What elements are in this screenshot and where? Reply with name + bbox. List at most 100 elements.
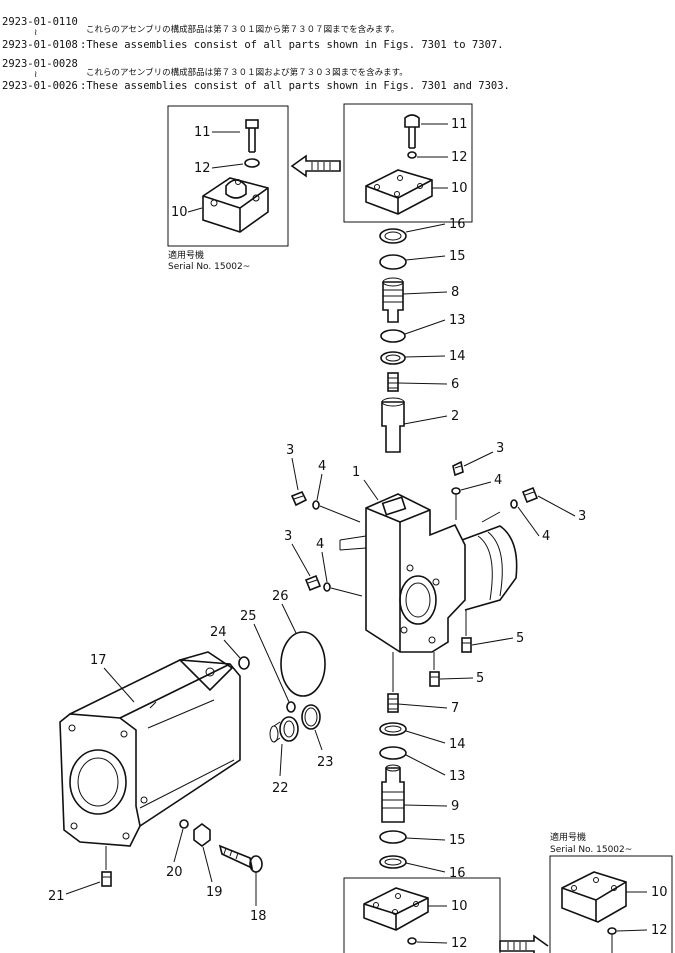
label-11-tr: 11 [451,117,468,132]
cover-plate-icon [363,887,429,931]
standard-variant-bottom: 10 12 [343,877,501,953]
o-ring-icon [286,701,296,713]
washer-icon [244,158,260,168]
lower-parts-stack [379,652,407,869]
plug-icon [452,460,464,477]
spring-icon [387,693,399,713]
valve-body [339,493,518,653]
assembly-note-en-1: :These assemblies consist of all parts s… [80,39,504,51]
plug-icon [429,671,440,687]
serial-jp-label-bottom: 適用号機 [550,831,586,843]
cover-plate-icon [561,871,627,923]
plug-icon [521,486,539,504]
plug-icon [461,637,472,653]
label-5a: 5 [516,631,524,646]
spool-icon [381,764,405,823]
snap-ring-icon [301,704,321,730]
assembly-note-en-2: :These assemblies consist of all parts s… [80,80,510,92]
label-12-bl: 12 [451,936,468,951]
o-ring-icon [379,746,407,760]
range-tilde-2: ≀ [34,70,38,80]
label-13-upper: 13 [449,313,466,328]
replace-arrow-icon [290,154,341,178]
assembly-code-2a: 2923-01-0028 [2,58,78,70]
o-ring-icon [238,656,250,670]
label-5b: 5 [476,671,484,686]
range-tilde-1: ≀ [34,28,38,38]
serial-number-bottom: Serial No. 15002~ [550,845,632,855]
washer-icon [179,819,189,829]
label-21: 21 [48,889,65,904]
serial-variant-bottom: 適用号機 Serial No. 15002~ 10 12 [549,831,673,953]
serial-number-top: Serial No. 15002~ [168,262,250,272]
label-11-tl: 11 [194,125,211,140]
label-15-lower: 15 [449,833,466,848]
standard-variant-top-right: 11 12 10 [343,103,473,223]
label-4a: 4 [318,459,326,474]
seal-ring-icon [379,722,407,736]
label-10-tl: 10 [171,205,188,220]
label-10-tr: 10 [451,181,468,196]
label-14-upper: 14 [449,349,466,364]
washer-icon [323,582,331,592]
seal-ring-icon [379,228,407,244]
assembly-code-2b: 2923-01-0026 [2,80,78,92]
washer-icon [312,500,320,510]
nut-icon [193,823,211,847]
upper-parts-stack: 16 15 8 13 14 6 2 [379,217,466,453]
label-9: 9 [451,799,459,814]
seal-ring-icon [380,351,406,365]
o-ring-icon [379,254,407,270]
label-4c: 4 [542,529,550,544]
label-6: 6 [451,377,459,392]
cover-plate-icon [365,169,433,215]
cylinder-housing [59,651,241,847]
seal-ring-icon [379,855,407,869]
washer-icon [407,937,417,945]
label-24: 24 [210,625,227,640]
plug-icon [101,871,112,887]
stud-bolt-icon [218,844,263,873]
label-22: 22 [272,781,289,796]
label-3b: 3 [496,441,504,456]
assembly-code-1a: 2923-01-0110 [2,16,78,28]
bolt-icon [404,114,420,149]
spring-icon [387,372,399,392]
cover-plate-icon [202,177,269,233]
washer-icon [407,151,417,159]
washer-icon [451,487,461,495]
replace-arrow-icon [499,934,549,953]
label-8: 8 [451,285,459,300]
label-16-upper: 16 [449,217,466,232]
label-23: 23 [317,755,334,770]
label-18: 18 [250,909,267,924]
label-12-tr: 12 [451,150,468,165]
bolt-icon [245,119,259,153]
assembly-code-1b: 2923-01-0108 [2,39,78,51]
serial-jp-label-top: 適用号機 [168,249,204,261]
label-10-br: 10 [651,885,668,900]
label-13-lower: 13 [449,769,466,784]
label-12-br: 12 [651,923,668,938]
label-20: 20 [166,865,183,880]
label-26: 26 [272,589,289,604]
label-3d: 3 [284,529,292,544]
label-4d: 4 [316,537,324,552]
assembly-note-jp-2: これらのアセンブリの構成部品は第７３０１図および第７３０３図までを含みます。 [86,68,408,78]
label-2: 2 [451,409,459,424]
o-ring-icon [379,830,407,844]
washer-icon [607,927,617,935]
plug-icon [304,574,322,592]
o-ring-icon [380,329,406,343]
label-3a: 3 [286,443,294,458]
label-12-tl: 12 [194,161,211,176]
label-14-lower: 14 [449,737,466,752]
serial-variant-top-left: 11 12 10 適用号機 Serial No. 15002~ [167,105,289,272]
plug-icon [290,490,308,507]
label-16-lower: 16 [449,866,466,881]
assembly-note-jp-1: これらのアセンブリの構成部品は第７３０１図から第７３０７図までを含みます。 [86,25,400,35]
label-19: 19 [206,885,223,900]
label-10-bl: 10 [451,899,468,914]
label-3c: 3 [578,509,586,524]
